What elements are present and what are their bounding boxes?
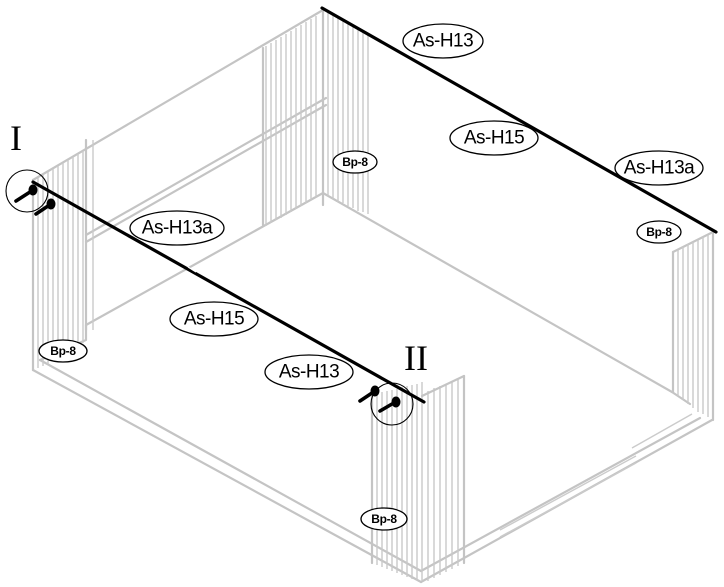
detail-callout-two bbox=[358, 382, 414, 426]
post-tag-front-right: Bp-8 bbox=[360, 507, 408, 531]
step-number-two: II bbox=[404, 338, 428, 378]
post-label: Bp-8 bbox=[342, 155, 368, 169]
part-tag-back-h13: As-H13 bbox=[402, 23, 484, 59]
post-tag-back-center: Bp-8 bbox=[332, 150, 378, 174]
bolt-icon bbox=[358, 385, 380, 403]
part-tag-back-h15: As-H15 bbox=[449, 120, 539, 156]
part-tag-front-h15: As-H15 bbox=[169, 301, 259, 337]
post-tag-front-left: Bp-8 bbox=[38, 339, 88, 363]
wall-panel-left bbox=[37, 151, 84, 368]
part-tag-front-h13: As-H13 bbox=[264, 354, 354, 390]
wall-panel-back-left bbox=[265, 16, 317, 226]
bolt-icon bbox=[34, 198, 56, 216]
part-label: As-H15 bbox=[464, 128, 524, 149]
step-number-one: I bbox=[10, 118, 22, 158]
post-tag-back-right: Bp-8 bbox=[636, 220, 682, 244]
wall-panel-back-right bbox=[327, 12, 369, 214]
part-label: As-H13a bbox=[624, 158, 695, 179]
detail-callout-one bbox=[5, 169, 56, 216]
post-label: Bp-8 bbox=[371, 512, 397, 526]
bolt-icon bbox=[378, 396, 401, 413]
bolt-icon bbox=[14, 184, 38, 203]
part-label: As-H13 bbox=[413, 31, 473, 52]
part-tag-back-h13a: As-H13a bbox=[614, 150, 704, 186]
part-tag-front-h13a: As-H13a bbox=[129, 210, 225, 246]
part-label: As-H13 bbox=[279, 362, 339, 383]
post-label: Bp-8 bbox=[646, 225, 672, 239]
part-label: As-H13a bbox=[142, 218, 213, 239]
upper-frame bbox=[31, 8, 715, 422]
roof-beam-front bbox=[31, 180, 426, 404]
part-label: As-H15 bbox=[184, 309, 244, 330]
wall-panel-front bbox=[370, 374, 466, 581]
wall-panel-right bbox=[677, 235, 709, 417]
post-label: Bp-8 bbox=[50, 344, 76, 358]
roof-beam-back bbox=[320, 6, 718, 234]
